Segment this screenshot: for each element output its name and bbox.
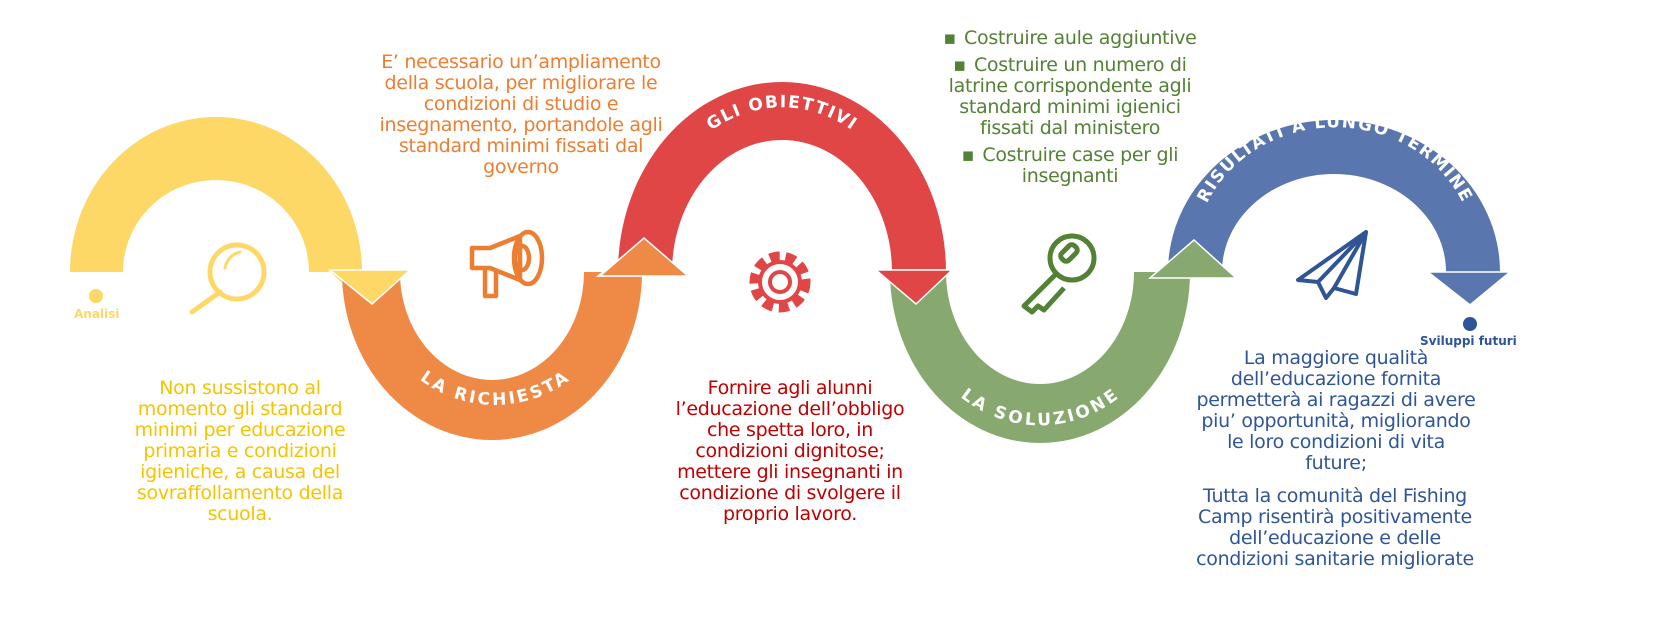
stage-text-gli-obiettivi: Fornire agli alunni l’educazione dell’ob…	[675, 377, 905, 525]
start-label: Analisi	[74, 307, 120, 321]
start-dot	[89, 289, 103, 303]
arrow-up-green	[1147, 238, 1238, 279]
magnifier-icon	[189, 242, 267, 315]
solution-bullet-list: Costruire aule aggiuntive Costruire un n…	[910, 28, 1230, 193]
arc-la-richiesta	[342, 272, 642, 440]
arc-la-sfida	[70, 117, 362, 272]
key-icon	[1021, 233, 1097, 315]
arrow-down-blue	[1425, 271, 1513, 306]
stage-text-risultati: La maggiore qualità dell’educazione forn…	[1196, 347, 1476, 474]
end-label: Sviluppi futuri	[1420, 334, 1517, 348]
end-dot	[1463, 317, 1477, 331]
megaphone-icon	[469, 229, 545, 299]
arc-la-soluzione	[890, 272, 1190, 443]
solution-bullet: Costruire aule aggiuntive	[910, 28, 1230, 49]
stage-text-la-richiesta: E’ necessario un’ampliamento della scuol…	[379, 51, 663, 178]
paper-plane-icon	[1296, 230, 1368, 300]
arc-gli-obiettivi	[618, 82, 946, 272]
solution-bullet: Costruire un numero di latrine corrispon…	[910, 55, 1230, 139]
solution-bullet: Costruire case per gli insegnanti	[910, 145, 1230, 187]
stage-text-risultati-2: Tutta la comunità del Fishing Camp risen…	[1196, 485, 1474, 570]
gear-icon	[749, 251, 811, 313]
stage-text-la-sfida: Non sussistono al momento gli standard m…	[134, 377, 346, 525]
arc-risultati	[1168, 120, 1500, 272]
